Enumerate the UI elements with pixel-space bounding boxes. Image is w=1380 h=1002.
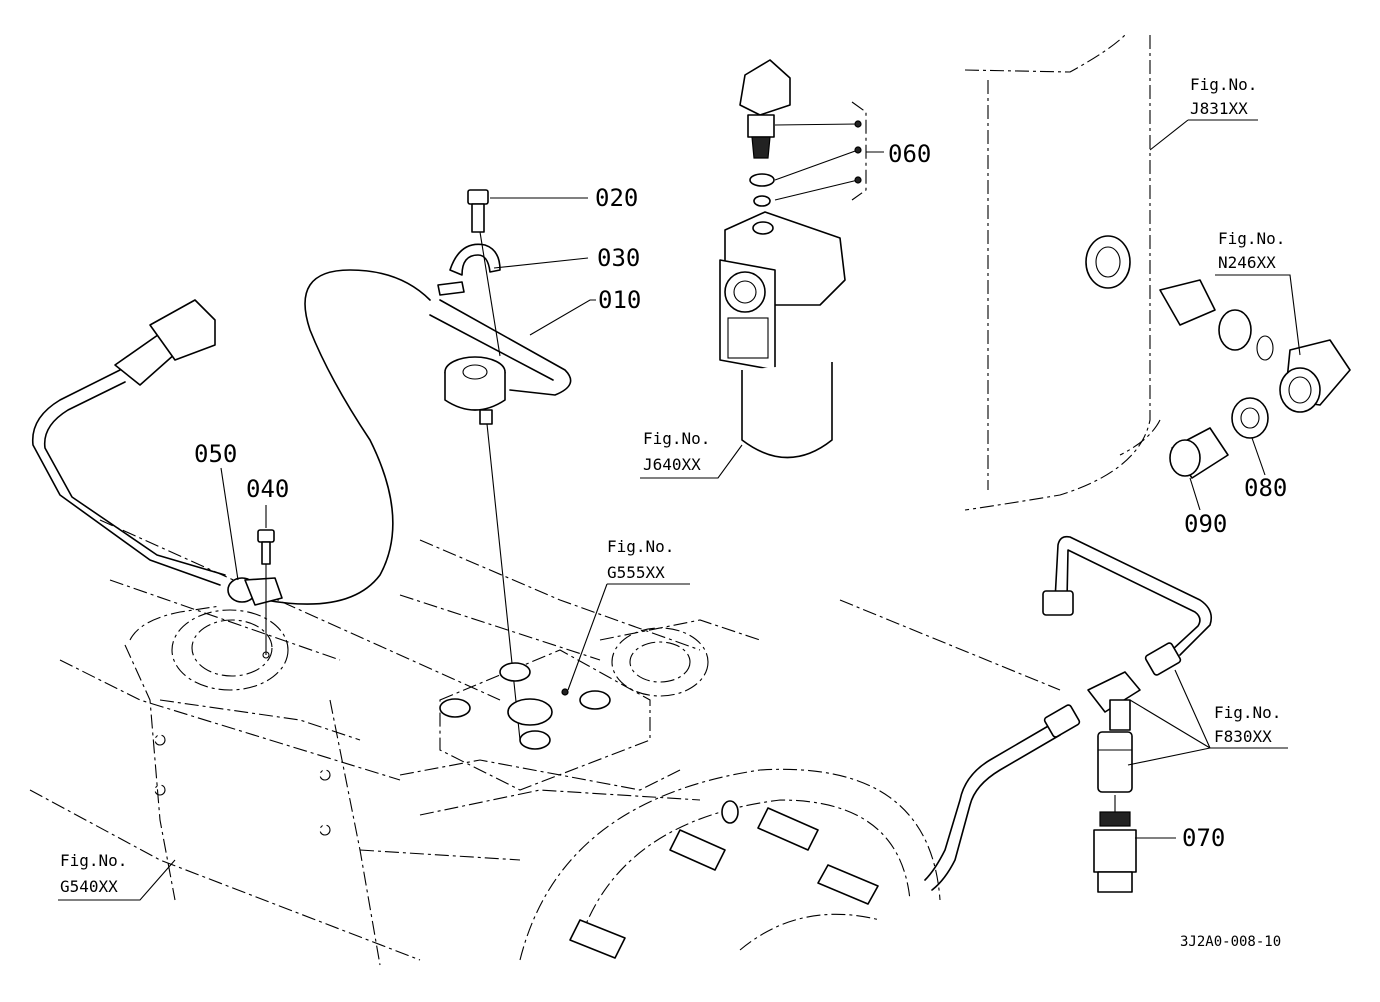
- clamp-030: [437, 243, 501, 296]
- fitting-090: [1169, 427, 1229, 479]
- tee-fitting: [1087, 671, 1141, 793]
- studs: [569, 800, 879, 959]
- ref-g555-fig: Fig.No.: [607, 537, 674, 556]
- sensor-060: [739, 59, 791, 207]
- hydraulic-pipe: [924, 535, 1213, 891]
- ref-g540-fig: Fig.No.: [60, 851, 127, 870]
- label-010: 010: [598, 286, 641, 314]
- ref-j831-number: J831XX: [1190, 99, 1248, 118]
- sensor-010: [444, 356, 521, 741]
- ref-j640-fig: Fig.No.: [643, 429, 710, 448]
- label-030: 030: [597, 244, 640, 272]
- ref-j831-fig: Fig.No.: [1190, 75, 1257, 94]
- label-070: 070: [1182, 824, 1225, 852]
- part-labels: 020 030 010 050 040 060 080 090 070: [194, 140, 1287, 852]
- bracket-060: [774, 101, 884, 201]
- drawing-code: 3J2A0-008-10: [1180, 934, 1281, 950]
- ref-f830-fig: Fig.No.: [1214, 703, 1281, 722]
- ref-f830-number: F830XX: [1214, 727, 1272, 746]
- label-090: 090: [1184, 510, 1227, 538]
- ref-g540-number: G540XX: [60, 877, 118, 896]
- ref-j640-number: J640XX: [643, 455, 701, 474]
- figure-refs: Fig.No. J831XX Fig.No. N246XX Fig.No. J6…: [60, 75, 1285, 896]
- filter-housing: [719, 211, 846, 459]
- label-060: 060: [888, 140, 931, 168]
- ref-n246-number: N246XX: [1218, 253, 1276, 272]
- fitting-080: [1231, 397, 1269, 439]
- ref-n246-fig: Fig.No.: [1218, 229, 1285, 248]
- bolt-020: [467, 189, 501, 357]
- pressure-switch-070: [1093, 795, 1137, 893]
- label-050: 050: [194, 440, 237, 468]
- clamp-050-040: [227, 529, 283, 659]
- label-040: 040: [246, 475, 289, 503]
- block-bolts: [439, 662, 611, 750]
- tank-port-fittings: [1085, 235, 1274, 361]
- elbow-fitting: [1279, 339, 1351, 413]
- wire-harness: [31, 269, 572, 605]
- ref-g555-number: G555XX: [607, 563, 665, 582]
- leader-lines: [58, 119, 1301, 901]
- reference-structure-outlines: [29, 34, 1161, 966]
- label-080: 080: [1244, 474, 1287, 502]
- label-020: 020: [595, 184, 638, 212]
